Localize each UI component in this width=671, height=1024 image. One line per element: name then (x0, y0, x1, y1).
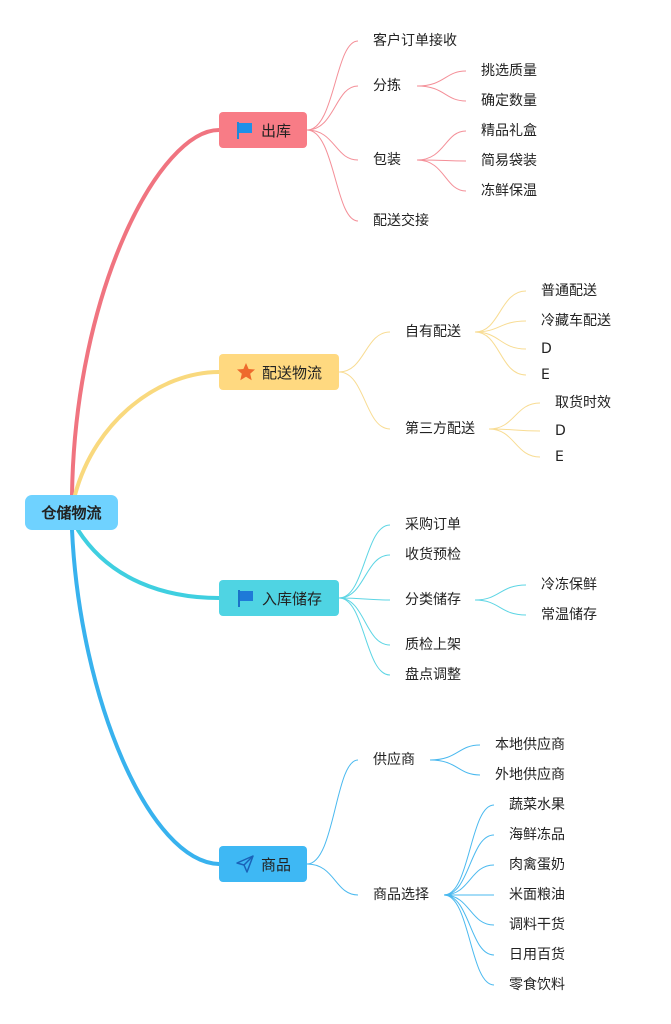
link-root-logistics (73, 370, 221, 497)
node-selection-child[interactable]: 海鲜冻品 (509, 827, 565, 843)
node-selection-child[interactable]: 蔬菜水果 (509, 797, 565, 813)
node-inventory[interactable]: 盘点调整 (405, 667, 461, 683)
root-node[interactable]: 仓储物流 (25, 495, 118, 530)
link-root-inbound (76, 528, 221, 600)
star-icon (236, 362, 256, 382)
node-selection[interactable]: 商品选择 (373, 887, 429, 903)
node-pack-child[interactable]: 精品礼盒 (481, 123, 537, 139)
node-supplier-child[interactable]: 本地供应商 (495, 737, 565, 753)
branch-goods-label: 商品 (260, 855, 291, 874)
branch-logistics[interactable]: 配送物流 (219, 354, 339, 390)
node-sort-child[interactable]: 挑选质量 (481, 63, 537, 79)
node-third-child[interactable]: 取货时效 (555, 395, 611, 411)
node-packing[interactable]: 包装 (373, 152, 401, 168)
node-sort-child[interactable]: 确定数量 (481, 93, 537, 109)
send-icon (235, 854, 255, 874)
node-classify-child[interactable]: 常温储存 (541, 607, 597, 623)
root-label: 仓储物流 (41, 504, 102, 522)
node-receive-check[interactable]: 收货预检 (405, 547, 461, 563)
node-classify-child[interactable]: 冷冻保鲜 (541, 577, 597, 593)
node-self-child[interactable]: D (541, 341, 552, 357)
node-third-child[interactable]: E (555, 449, 564, 465)
node-third-party[interactable]: 第三方配送 (405, 421, 475, 437)
node-selection-child[interactable]: 零食饮料 (509, 977, 565, 993)
node-selection-child[interactable]: 调料干货 (509, 917, 565, 933)
branch-logistics-label: 配送物流 (261, 363, 322, 382)
node-selection-child[interactable]: 日用百货 (509, 947, 565, 963)
flag-icon (236, 588, 256, 608)
flag-icon (235, 120, 255, 140)
node-self-child[interactable]: 普通配送 (541, 283, 597, 299)
node-selection-child[interactable]: 米面粮油 (509, 887, 565, 903)
node-classify-store[interactable]: 分类储存 (405, 592, 461, 608)
node-third-child[interactable]: D (555, 423, 566, 439)
node-sorting[interactable]: 分拣 (373, 78, 401, 94)
node-self-child[interactable]: 冷藏车配送 (541, 313, 611, 329)
node-self-child[interactable]: E (541, 367, 550, 383)
node-supplier[interactable]: 供应商 (373, 752, 415, 768)
node-handover[interactable]: 配送交接 (373, 213, 429, 229)
node-pack-child[interactable]: 冻鲜保温 (481, 183, 537, 199)
link-root-goods (70, 528, 221, 866)
node-self-delivery[interactable]: 自有配送 (405, 324, 461, 340)
link-root-outbound (70, 128, 221, 497)
branch-outbound-label: 出库 (260, 121, 291, 140)
node-supplier-child[interactable]: 外地供应商 (495, 767, 565, 783)
branch-inbound-label: 入库储存 (261, 589, 322, 608)
node-customer-order[interactable]: 客户订单接收 (373, 33, 457, 49)
node-selection-child[interactable]: 肉禽蛋奶 (509, 857, 565, 873)
branch-outbound[interactable]: 出库 (219, 112, 307, 148)
node-purchase-order[interactable]: 采购订单 (405, 517, 461, 533)
branch-inbound[interactable]: 入库储存 (219, 580, 339, 616)
branch-goods[interactable]: 商品 (219, 846, 307, 882)
node-pack-child[interactable]: 简易袋装 (481, 153, 537, 169)
node-qc-shelf[interactable]: 质检上架 (405, 637, 461, 653)
